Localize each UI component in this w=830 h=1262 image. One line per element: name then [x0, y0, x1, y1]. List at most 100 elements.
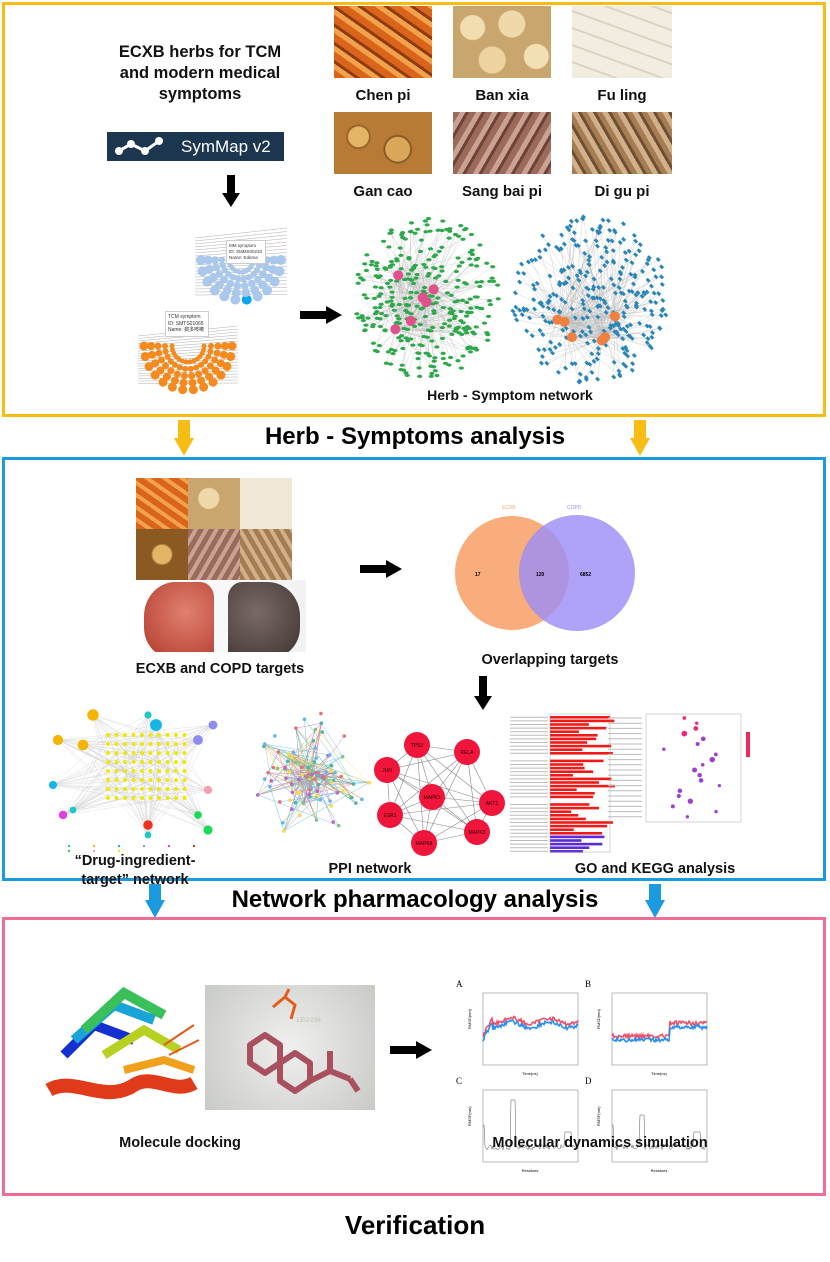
- edge: [557, 319, 628, 356]
- symptom-node: [183, 359, 189, 365]
- go-bar: [550, 795, 594, 799]
- symptom-node: [423, 230, 429, 234]
- symptom-node: [558, 246, 564, 252]
- symptom-node: [547, 273, 553, 279]
- symptom-node: [631, 281, 637, 287]
- symptom-node: [198, 361, 205, 368]
- symptom-node: [435, 228, 441, 232]
- venn-right-count: 6852: [580, 572, 591, 578]
- edge: [422, 247, 443, 298]
- symptom-node: [551, 307, 557, 313]
- go-bar: [550, 806, 600, 810]
- protein-node: [273, 734, 277, 738]
- symptom-node: [484, 261, 490, 265]
- symptom-node: [515, 270, 521, 276]
- blue-arrow-down-icon: [645, 884, 665, 918]
- symptom-node: [586, 262, 592, 268]
- symptom-node: [418, 307, 424, 311]
- edge: [158, 761, 209, 791]
- target-node: [148, 742, 153, 746]
- target-node: [106, 769, 110, 773]
- edge: [416, 744, 493, 804]
- symptom-node: [618, 290, 624, 296]
- edge: [421, 240, 434, 290]
- symptom-node: [559, 232, 565, 238]
- symptom-node: [424, 335, 431, 339]
- symptom-node: [139, 341, 149, 351]
- edge: [311, 788, 317, 821]
- herb-label: Chen pi: [355, 87, 411, 104]
- symptom-node: [403, 371, 409, 375]
- protein-node: [284, 776, 288, 780]
- symptom-node: [421, 285, 428, 290]
- kegg-dot: [662, 747, 666, 751]
- edge: [426, 230, 439, 303]
- tooltip-line: Name: Edema: [229, 255, 258, 260]
- symptom-node: [394, 279, 400, 283]
- target-node: [106, 733, 110, 737]
- symptom-node: [167, 382, 177, 392]
- symptom-node: [468, 263, 474, 267]
- edge: [564, 267, 623, 322]
- edge: [604, 337, 620, 372]
- symptom-node: [378, 286, 384, 290]
- symptom-node: [590, 286, 596, 292]
- herb-node: [417, 292, 428, 303]
- symptom-node: [570, 263, 576, 269]
- symptom-node: [544, 360, 550, 366]
- symptom-node: [453, 269, 459, 274]
- symptom-node: [650, 330, 656, 336]
- symptom-node: [632, 274, 638, 280]
- ingredient-node: [77, 739, 89, 751]
- symptom-node: [612, 229, 618, 235]
- symptom-node: [229, 274, 237, 281]
- edge: [194, 227, 288, 239]
- ingredient-node: [203, 825, 213, 835]
- symptom-node: [537, 327, 543, 333]
- symptom-node: [477, 243, 483, 247]
- edge: [72, 761, 109, 811]
- symptom-node: [605, 218, 611, 224]
- arrow-right-icon: [360, 560, 402, 578]
- symmap-logo-text: SymMap v2: [181, 136, 271, 156]
- symptom-node: [576, 277, 582, 283]
- symptom-node: [403, 336, 409, 340]
- symptom-node: [380, 239, 387, 243]
- edge: [62, 734, 109, 816]
- symptom-node: [594, 295, 600, 301]
- edge: [552, 340, 602, 354]
- symptom-node: [444, 291, 451, 295]
- arrow-right-icon: [300, 306, 342, 324]
- symptom-node: [207, 348, 214, 355]
- edge: [571, 275, 586, 338]
- symptom-node: [626, 288, 632, 294]
- symptom-node: [660, 306, 666, 312]
- edge: [564, 305, 601, 322]
- protein-node: [293, 800, 298, 805]
- symptom-node: [416, 351, 422, 355]
- edge: [426, 281, 477, 303]
- symptom-node: [644, 261, 650, 267]
- target-node: [123, 769, 127, 773]
- symptom-node: [621, 314, 627, 320]
- symptom-node: [589, 351, 595, 357]
- symptom-node: [448, 293, 454, 298]
- venn-overlap-count: 120: [536, 572, 545, 578]
- edge: [107, 734, 199, 816]
- symptom-node: [370, 325, 376, 329]
- edge: [309, 774, 352, 798]
- symptom-node: [467, 257, 473, 261]
- edge: [398, 275, 464, 357]
- target-node: [182, 778, 187, 782]
- protein-node: [306, 765, 311, 770]
- symptom-node: [439, 325, 445, 330]
- symptom-node: [162, 372, 171, 381]
- hub-gene-node: [377, 802, 403, 828]
- symptom-node: [389, 304, 395, 308]
- edge: [410, 258, 478, 322]
- symptom-node: [216, 359, 225, 368]
- protein-node: [342, 734, 347, 738]
- symptom-node: [591, 358, 597, 364]
- edge: [175, 770, 209, 831]
- protein-node: [294, 726, 298, 730]
